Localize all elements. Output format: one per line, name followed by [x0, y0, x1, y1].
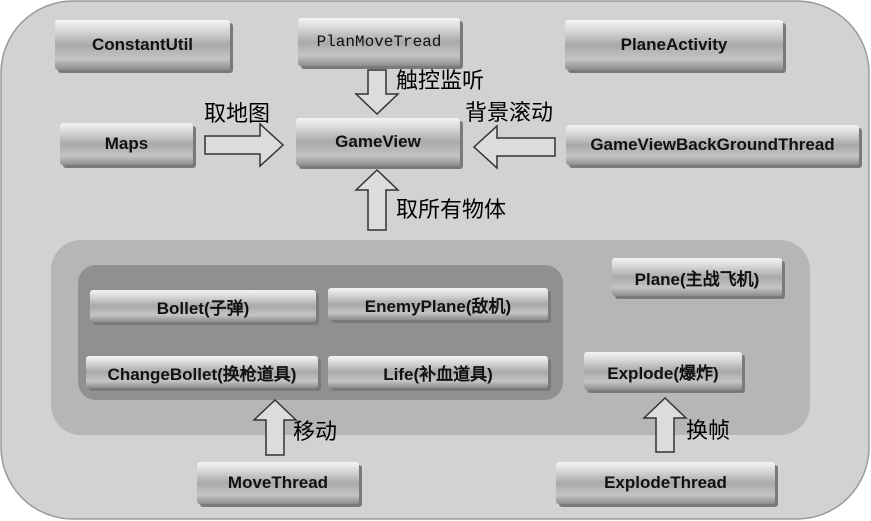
edge-label-get-map: 取地图 [204, 102, 271, 127]
arrow-get-all-objects [354, 168, 400, 231]
node-change-bollet: ChangeBollet(换枪道具) [86, 356, 318, 388]
arrow-background-scroll [472, 124, 556, 170]
node-maps: Maps [60, 123, 193, 165]
edge-label-switch-frame: 换帧 [686, 419, 731, 444]
node-plane: Plane(主战飞机) [612, 258, 782, 296]
node-life: Life(补血道具) [328, 356, 548, 388]
arrow-touch-listen [354, 69, 400, 116]
arrow-switch-frame [642, 396, 688, 453]
node-explode-thread: ExplodeThread [556, 462, 775, 504]
node-constant-util: ConstantUtil [55, 20, 230, 70]
node-move-thread: MoveThread [197, 462, 359, 504]
arrow-move [252, 398, 298, 456]
edge-label-get-all-objects: 取所有物体 [396, 198, 507, 223]
node-game-view: GameView [296, 118, 460, 166]
node-game-view-background-thread: GameViewBackGroundThread [566, 125, 859, 165]
arrow-get-map [204, 122, 285, 168]
node-plan-move-tread: PlanMoveTread [298, 18, 460, 66]
node-plane-activity: PlaneActivity [565, 20, 783, 70]
edge-label-touch-listen: 触控监听 [396, 69, 485, 94]
node-bollet: Bollet(子弹) [90, 290, 316, 322]
edge-label-background-scroll: 背景滚动 [465, 101, 554, 126]
edge-label-move: 移动 [293, 420, 338, 445]
node-enemy-plane: EnemyPlane(敌机) [328, 288, 548, 320]
node-explode: Explode(爆炸) [584, 352, 742, 390]
